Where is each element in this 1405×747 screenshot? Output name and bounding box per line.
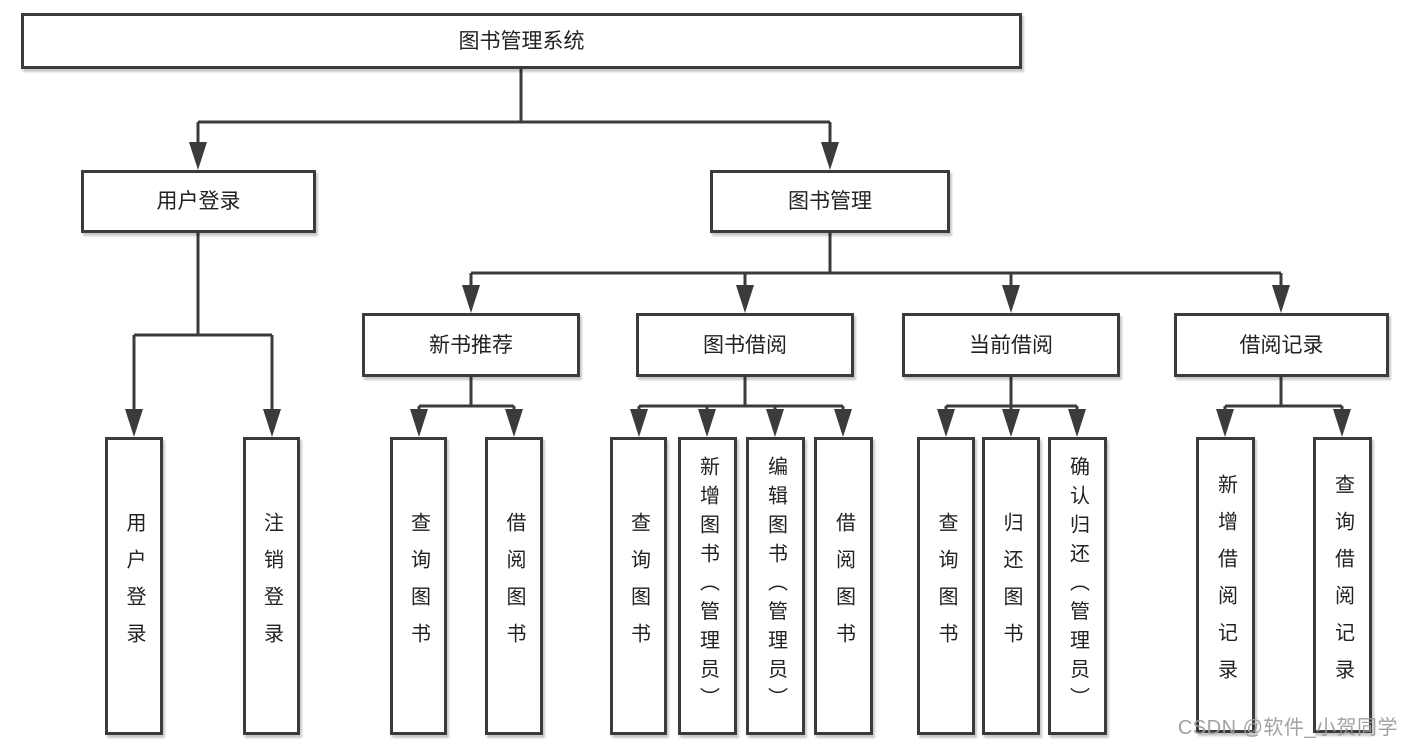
root-node-system: 图书管理系统 bbox=[21, 13, 1022, 69]
group-new-book-recommend: 新书推荐 bbox=[362, 313, 580, 377]
leaf-query-borrow-record: 查询借阅记录 bbox=[1313, 437, 1372, 733]
leaf-borrow-books-label: 借阅图书 bbox=[832, 512, 855, 660]
leaf-query-books-current: 查询图书 bbox=[917, 437, 975, 735]
leaf-logout-label: 注销登录 bbox=[260, 512, 283, 660]
group-current-borrow: 当前借阅 bbox=[902, 313, 1120, 377]
arrowheads bbox=[125, 142, 1351, 437]
leaf-confirm-return-admin: 确认归还（管理员） bbox=[1048, 437, 1107, 735]
leaf-query-books-current-label: 查询图书 bbox=[935, 512, 957, 660]
leaf-borrow-books: 借阅图书 bbox=[814, 437, 873, 735]
branch-book-management: 图书管理 bbox=[710, 170, 950, 233]
branch-user-login-label: 用户登录 bbox=[156, 190, 241, 213]
leaf-edit-books-admin-label: 编辑图书（管理员） bbox=[764, 456, 787, 716]
branch-book-management-label: 图书管理 bbox=[788, 190, 872, 213]
leaf-borrow-books-recommend: 借阅图书 bbox=[485, 437, 543, 735]
leaf-add-borrow-record-label: 新增借阅记录 bbox=[1214, 474, 1237, 696]
leaf-logout: 注销登录 bbox=[243, 437, 300, 735]
leaf-add-books-admin: 新增图书（管理员） bbox=[678, 437, 737, 735]
branch-user-login: 用户登录 bbox=[81, 170, 316, 233]
leaf-query-books-recommend: 查询图书 bbox=[390, 437, 447, 735]
group-book-borrow-label: 图书借阅 bbox=[703, 333, 787, 357]
leaf-confirm-return-admin-label: 确认归还（管理员） bbox=[1066, 456, 1089, 716]
leaf-add-books-admin-label: 新增图书（管理员） bbox=[696, 456, 719, 716]
leaf-add-borrow-record: 新增借阅记录 bbox=[1196, 437, 1255, 733]
group-book-borrow: 图书借阅 bbox=[636, 313, 854, 377]
leaf-edit-books-admin: 编辑图书（管理员） bbox=[746, 437, 805, 735]
group-borrow-records: 借阅记录 bbox=[1174, 313, 1389, 377]
leaf-query-books-recommend-label: 查询图书 bbox=[407, 512, 430, 660]
watermark: CSDN @软件_小贺同学 bbox=[1177, 717, 1398, 739]
leaf-query-books-borrow: 查询图书 bbox=[610, 437, 667, 735]
group-new-book-recommend-label: 新书推荐 bbox=[429, 333, 513, 357]
leaf-user-login: 用户登录 bbox=[105, 437, 163, 735]
leaf-return-books-label: 归还图书 bbox=[1000, 512, 1022, 660]
leaf-user-login-label: 用户登录 bbox=[123, 512, 145, 660]
leaf-query-borrow-record-label: 查询借阅记录 bbox=[1331, 474, 1354, 696]
group-current-borrow-label: 当前借阅 bbox=[969, 333, 1053, 357]
leaf-query-books-borrow-label: 查询图书 bbox=[627, 512, 650, 660]
root-node-label: 图书管理系统 bbox=[458, 29, 585, 53]
leaf-return-books: 归还图书 bbox=[982, 437, 1040, 735]
leaf-borrow-books-recommend-label: 借阅图书 bbox=[503, 512, 525, 660]
group-borrow-records-label: 借阅记录 bbox=[1239, 333, 1324, 357]
